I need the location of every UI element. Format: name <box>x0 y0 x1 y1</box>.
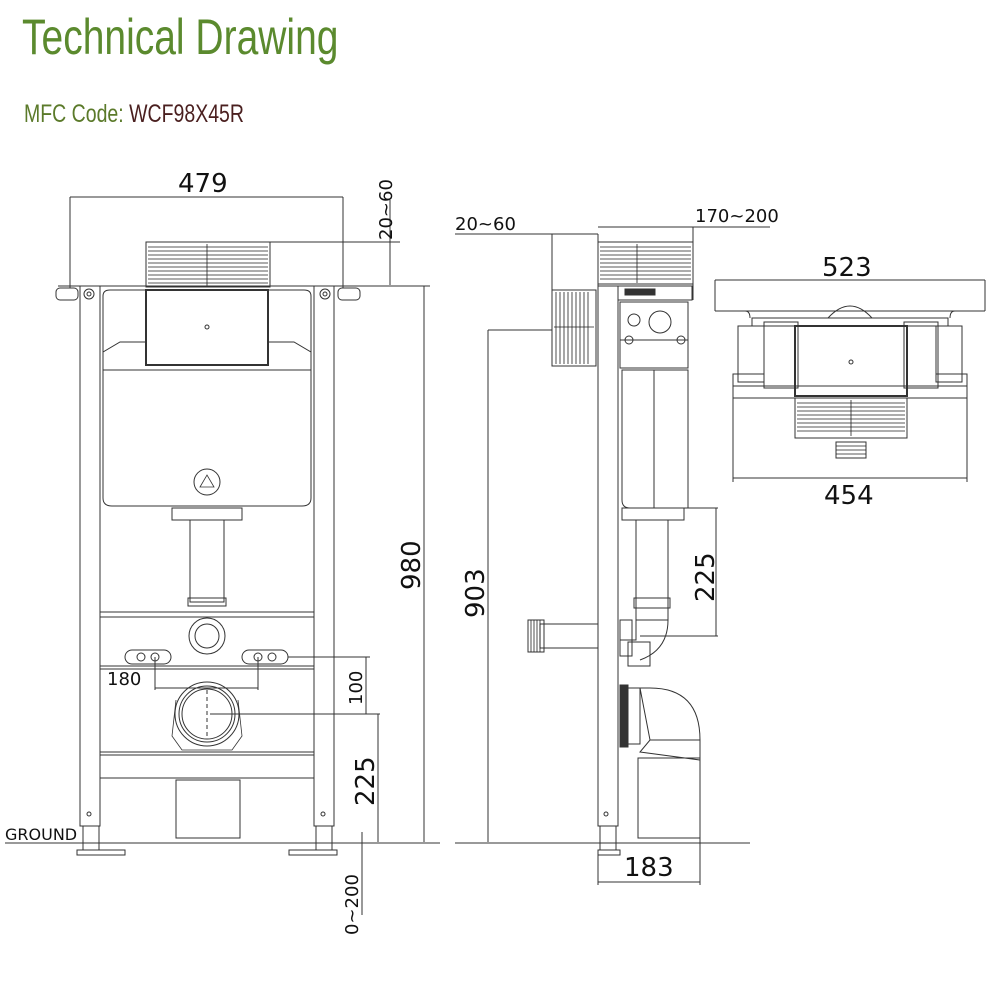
dim-width-479: 479 <box>178 169 228 199</box>
mfc-code-value: WCF98X45R <box>129 100 244 128</box>
dim-width-top: 523 <box>822 253 872 283</box>
dim-height-side: 903 <box>461 568 491 618</box>
dim-outlet-height: 225 <box>351 756 381 806</box>
dim-inlet-spacing: 180 <box>107 669 141 690</box>
mfc-code-label: MFC Code: <box>24 100 124 128</box>
dim-height-total: 980 <box>397 540 427 590</box>
dim-depth-adjust: 170~200 <box>695 206 779 227</box>
front-view: 479 20~60 <box>5 169 440 935</box>
dim-inlet-to-outlet: 100 <box>346 671 367 705</box>
page-title: Technical Drawing <box>22 9 339 65</box>
top-view: 523 454 <box>714 253 986 511</box>
side-view: 20~60 170~200 <box>455 206 779 885</box>
dim-plate-offset: 20~60 <box>455 214 516 235</box>
dim-flush-pipe: 225 <box>691 552 721 602</box>
ground-label: GROUND <box>5 825 77 844</box>
dim-base-depth: 183 <box>624 853 674 883</box>
dim-width-bottom: 454 <box>824 481 874 511</box>
dim-leg-adjust: 0~200 <box>342 874 363 935</box>
mfc-code: MFC Code: WCF98X45R <box>24 100 244 129</box>
dim-plate-adjust: 20~60 <box>376 179 397 240</box>
